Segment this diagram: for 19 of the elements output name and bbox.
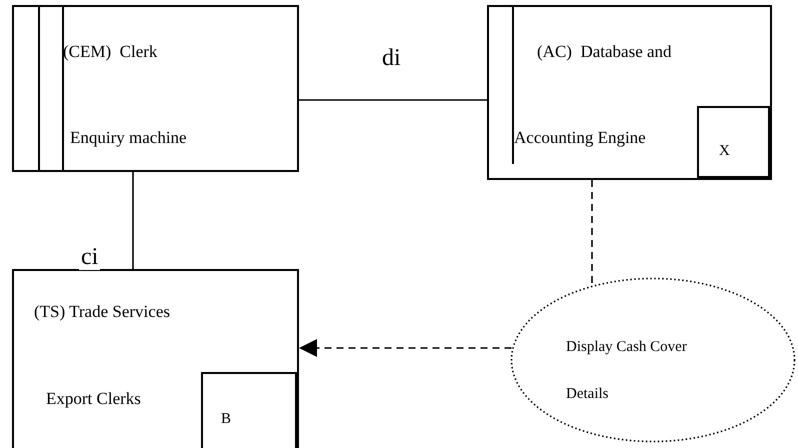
connector-line: [299, 99, 487, 101]
node-subtitle: Accounting Engine: [514, 128, 646, 148]
connector-line: [132, 172, 134, 269]
process-box: [487, 5, 772, 180]
node-label: B: [221, 410, 232, 429]
node-subtitle: Export Clerks: [46, 389, 141, 409]
node-subtitle: Enquiry machine: [70, 128, 187, 148]
connector-line: [591, 180, 593, 285]
ellipse-node: [510, 277, 796, 443]
arrow: [299, 339, 512, 357]
node-label: Display Cash Cover Details: [566, 338, 688, 404]
process-box: [12, 5, 299, 172]
process-box: [12, 269, 299, 448]
marker-box: [201, 372, 297, 448]
node-label: X: [719, 142, 730, 161]
node-title: (CEM) Clerk: [63, 42, 158, 62]
marker-box: [697, 106, 770, 178]
node-title: (TS) Trade Services: [34, 302, 170, 322]
node-title: (AC) Database and: [537, 42, 672, 62]
